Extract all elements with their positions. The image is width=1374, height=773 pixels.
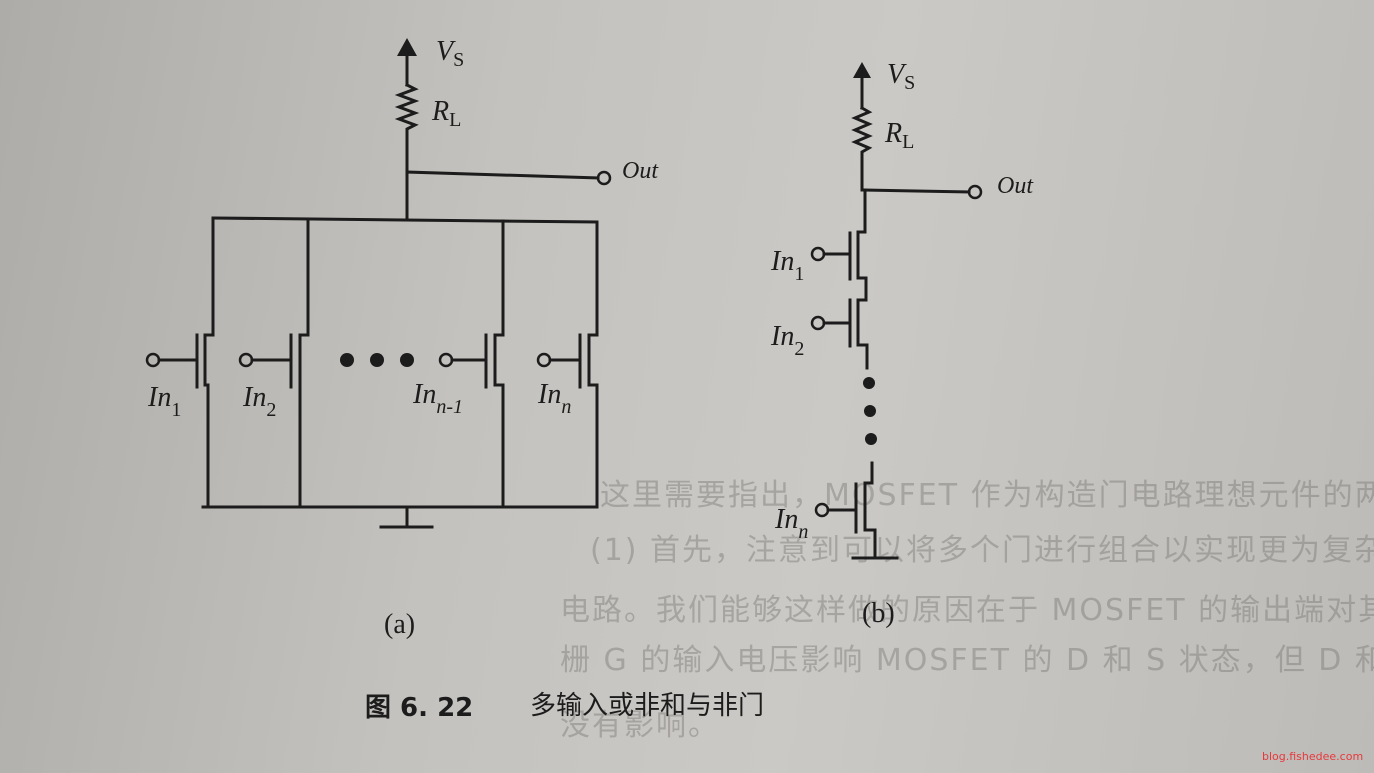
- input-label-2: In2: [770, 321, 804, 360]
- ellipsis-dot: [864, 405, 876, 417]
- background-text-line: 这里需要指出，MOSFET 作为构造门电路理想元件的两个重要特性。: [600, 478, 1374, 513]
- watermark: blog.fishedee.com: [1262, 750, 1364, 763]
- transistor-n: [548, 220, 599, 509]
- input-terminal-2: [238, 352, 254, 368]
- input-label-n-minus-1: Inn-1: [412, 379, 463, 418]
- output-wire: [862, 188, 971, 194]
- ground-icon: [379, 505, 434, 529]
- caption-a: (a): [384, 609, 415, 640]
- supply-arrow-icon: [397, 38, 417, 56]
- nor-gate-circuit: VS RL Out In1 In2 Inn-1 Inn (a): [145, 36, 659, 640]
- input-terminal-n: [536, 352, 552, 368]
- figure-number: 图 6. 22: [365, 693, 473, 723]
- transistor-2: [250, 217, 310, 509]
- load-resistor: [851, 105, 873, 192]
- figure-title: 多输入或非和与非门: [530, 691, 764, 721]
- transistor-1: [157, 216, 215, 509]
- transistor-2: [822, 298, 852, 348]
- output-terminal: [596, 170, 612, 186]
- resistor-label: RL: [884, 118, 914, 153]
- ellipsis-dot: [340, 353, 354, 367]
- background-text-line: 电路。我们能够这样做的原因在于 MOSFET 的输出端对其输入没有影响。: [560, 593, 1374, 628]
- nand-gate-circuit: VS RL Out In1 In2 Inn (b): [770, 59, 1034, 629]
- ellipsis-dot: [863, 377, 875, 389]
- output-label: Out: [997, 173, 1034, 199]
- background-text-line: 没有影响。: [560, 708, 720, 743]
- caption-b: (b): [862, 598, 895, 629]
- ellipsis-dot: [865, 433, 877, 445]
- background-text-line: (1) 首先，注意到可以将多个门进行组合以实现更为复杂的电路，而不用担: [590, 533, 1374, 568]
- background-text-line: 栅 G 的输入电压影响 MOSFET 的 D 和 S 状态，但 D 和 S 接线…: [560, 643, 1374, 678]
- transistor-1: [822, 188, 869, 370]
- output-terminal: [967, 184, 983, 200]
- transistor-n-minus-1: [450, 219, 505, 509]
- input-label-n: Inn: [537, 379, 571, 418]
- input-label-1: In1: [147, 382, 181, 421]
- supply-arrow-icon: [853, 62, 871, 78]
- input-terminal-1: [145, 352, 161, 368]
- resistor-label: RL: [431, 96, 461, 131]
- input-terminal-1: [810, 246, 826, 262]
- ellipsis-dot: [370, 353, 384, 367]
- supply-label: VS: [887, 59, 915, 94]
- top-rail: [211, 216, 599, 224]
- input-terminal-n: [814, 502, 830, 518]
- input-label-n: Inn: [774, 504, 808, 543]
- input-label-1: In1: [770, 246, 804, 285]
- supply-label: VS: [436, 36, 464, 71]
- ellipsis-dot: [400, 353, 414, 367]
- output-label: Out: [622, 158, 659, 184]
- output-wire: [405, 170, 600, 180]
- input-terminal-n-minus-1: [438, 352, 454, 368]
- transistor-n: [826, 461, 877, 560]
- input-label-2: In2: [242, 382, 276, 421]
- load-resistor: [394, 82, 420, 220]
- input-terminal-2: [810, 315, 826, 331]
